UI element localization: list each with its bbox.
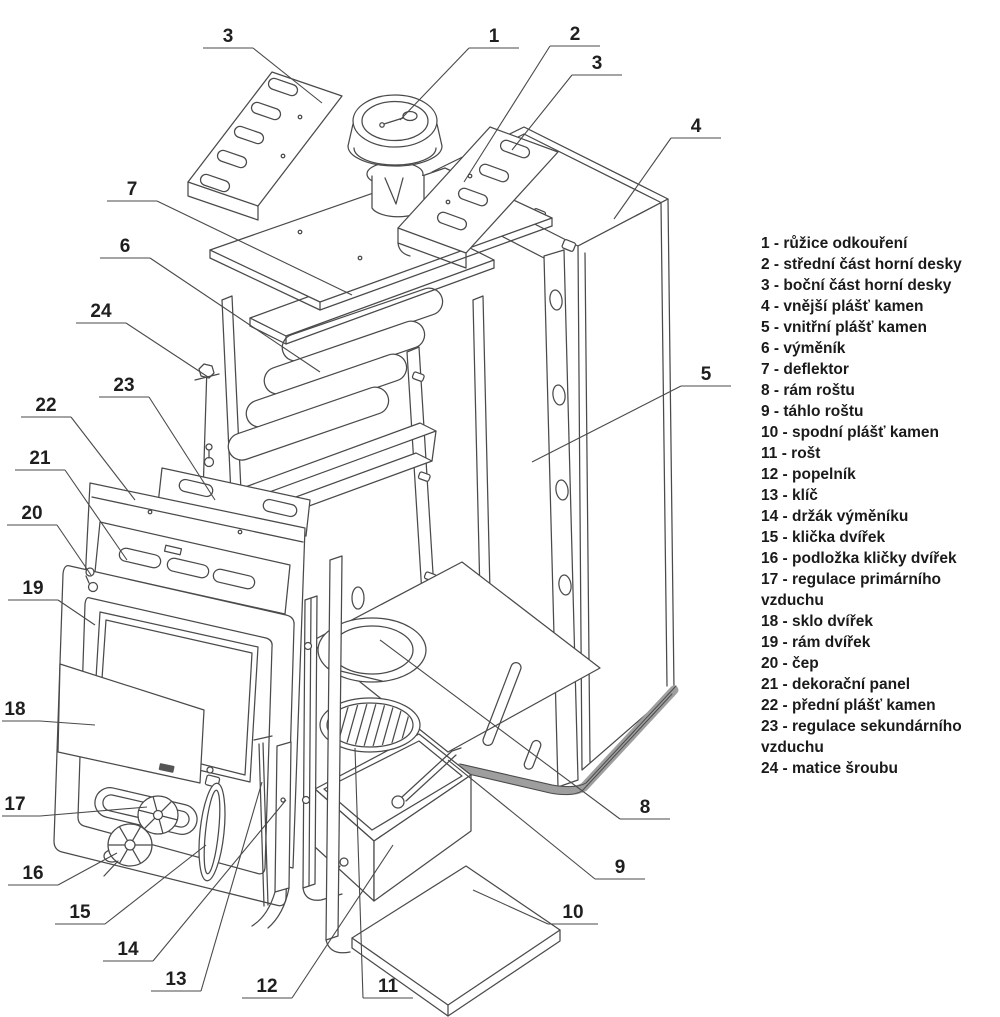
callout-number-24-7: 24 xyxy=(90,301,112,322)
stove-exploded-drawing xyxy=(53,71,679,1017)
legend-item-18: 18 - sklo dvířek xyxy=(761,613,874,630)
legend-item-16: 16 - podložka kličky dvířek xyxy=(761,550,957,567)
callout-leader-7-5 xyxy=(107,200,353,296)
callout-leader-12-20 xyxy=(242,844,394,999)
callout-number-5-14: 5 xyxy=(701,364,712,385)
callout-number-2-2: 2 xyxy=(570,24,581,45)
door-hinge-column xyxy=(301,555,351,954)
part-door-handle xyxy=(198,766,226,882)
callout-number-7-5: 7 xyxy=(127,179,138,200)
legend-item-22: 22 - přední plášť kamen xyxy=(761,697,936,714)
callout-leader-20-11 xyxy=(7,524,92,576)
legend-item-13: 13 - klíč xyxy=(761,487,818,504)
legend-item-7: 7 - deflektor xyxy=(761,361,849,378)
callout-leader-16-16 xyxy=(8,852,118,886)
callout-number-19-12: 19 xyxy=(22,578,43,599)
callout-number-10-22: 10 xyxy=(562,902,583,923)
legend-item-24: 24 - matice šroubu xyxy=(761,760,898,777)
callout-leader-10-22 xyxy=(472,889,598,925)
part-grate-rod xyxy=(391,747,462,809)
legend-item-8: 8 - rám roštu xyxy=(761,382,855,399)
legend-item-20: 20 - čep xyxy=(761,655,819,672)
legend-item-3: 3 - boční část horní desky xyxy=(761,277,952,294)
callout-leader-6-6 xyxy=(100,257,321,373)
callout-leader-11-21 xyxy=(354,747,413,999)
callout-number-11-21: 11 xyxy=(378,976,399,997)
callout-number-17-15: 17 xyxy=(4,794,25,815)
part-heat-exchanger xyxy=(191,287,444,595)
legend-item-10: 10 - spodní plášť kamen xyxy=(761,424,939,441)
callout-number-18-13: 18 xyxy=(4,699,25,720)
part-pin xyxy=(85,567,99,593)
part-decor-panel xyxy=(94,521,291,615)
callout-leader-2-2 xyxy=(463,45,600,183)
callout-leader-14-18 xyxy=(103,799,287,962)
part-inner-casing xyxy=(309,211,601,788)
callout-leader-18-13 xyxy=(2,720,96,726)
callout-leader-19-12 xyxy=(8,599,96,626)
legend-item-4: 4 - vnější plášť kamen xyxy=(761,298,924,315)
callout-leader-13-19 xyxy=(151,781,263,992)
callout-leader-4-4 xyxy=(613,137,721,220)
callout-leader-8-24 xyxy=(379,639,670,820)
part-air-rosette-lower xyxy=(103,823,153,877)
callout-leader-9-23 xyxy=(447,759,645,880)
part-flue-collar xyxy=(347,94,443,218)
callout-leader-5-14 xyxy=(531,385,731,463)
legend-item-9: 9 - táhlo roštu xyxy=(761,403,864,420)
legend-item-14: 14 - držák výměníku xyxy=(761,508,909,525)
legend-item-1: 1 - růžice odkouření xyxy=(761,235,908,252)
part-air-rosette-upper xyxy=(137,795,179,835)
callout-number-21-10: 21 xyxy=(29,448,51,469)
callout-number-8-24: 8 xyxy=(640,797,651,818)
part-secondary-air-regulator xyxy=(157,443,311,537)
callout-number-3-0: 3 xyxy=(223,26,234,47)
callout-leader-17-15 xyxy=(2,806,148,817)
callout-leader-24-7 xyxy=(76,322,209,378)
part-top-side-plate-left xyxy=(187,71,343,221)
callout-number-13-19: 13 xyxy=(165,969,186,990)
part-grate-frame xyxy=(317,617,427,683)
legend-item-17: 17 - regulace primárního vzduchu xyxy=(761,571,942,609)
callout-number-3-3: 3 xyxy=(592,53,603,74)
callout-leader-23-8 xyxy=(99,396,216,501)
callout-number-4-4: 4 xyxy=(691,116,702,137)
callout-leader-21-10 xyxy=(15,469,128,561)
legend-item-2: 2 - střední část horní desky xyxy=(761,256,962,273)
callout-leader-22-9 xyxy=(21,416,136,501)
callout-number-15-17: 15 xyxy=(69,902,91,923)
legend: 1 - růžice odkouření 2 - střední část hor… xyxy=(761,233,1000,779)
callout-number-1-1: 1 xyxy=(489,26,500,47)
damper-key xyxy=(402,110,418,122)
legend-item-5: 5 - vnitřní plášť kamen xyxy=(761,319,927,336)
callout-leader-3-3 xyxy=(511,74,622,151)
callout-number-12-20: 12 xyxy=(256,976,277,997)
callout-leader-lines xyxy=(2,45,731,999)
callout-number-9-23: 9 xyxy=(615,857,626,878)
part-top-side-plate-right xyxy=(397,126,559,269)
legend-item-12: 12 - popelník xyxy=(761,466,856,483)
part-base-plate xyxy=(351,865,561,1017)
callout-number-6-6: 6 xyxy=(120,236,131,257)
callout-number-14-18: 14 xyxy=(117,939,139,960)
glass-logo xyxy=(158,763,175,773)
callout-leader-3-0 xyxy=(203,47,323,104)
legend-item-15: 15 - klička dvířek xyxy=(761,529,886,546)
legend-item-21: 21 - dekorační panel xyxy=(761,676,911,693)
callout-leader-1-1 xyxy=(399,47,519,121)
callout-number-20-11: 20 xyxy=(21,503,42,524)
callout-number-22-9: 22 xyxy=(35,395,56,416)
legend-item-6: 6 - výměník xyxy=(761,340,846,357)
callout-number-16-16: 16 xyxy=(22,863,43,884)
legend-item-19: 19 - rám dvířek xyxy=(761,634,871,651)
callout-number-23-8: 23 xyxy=(113,375,134,396)
legend-item-11: 11 - rošt xyxy=(761,445,821,462)
callout-leader-15-17 xyxy=(55,844,207,925)
legend-item-23: 23 - regulace sekundárního vzduchu xyxy=(761,718,962,756)
part-exchanger-holder xyxy=(251,741,292,929)
